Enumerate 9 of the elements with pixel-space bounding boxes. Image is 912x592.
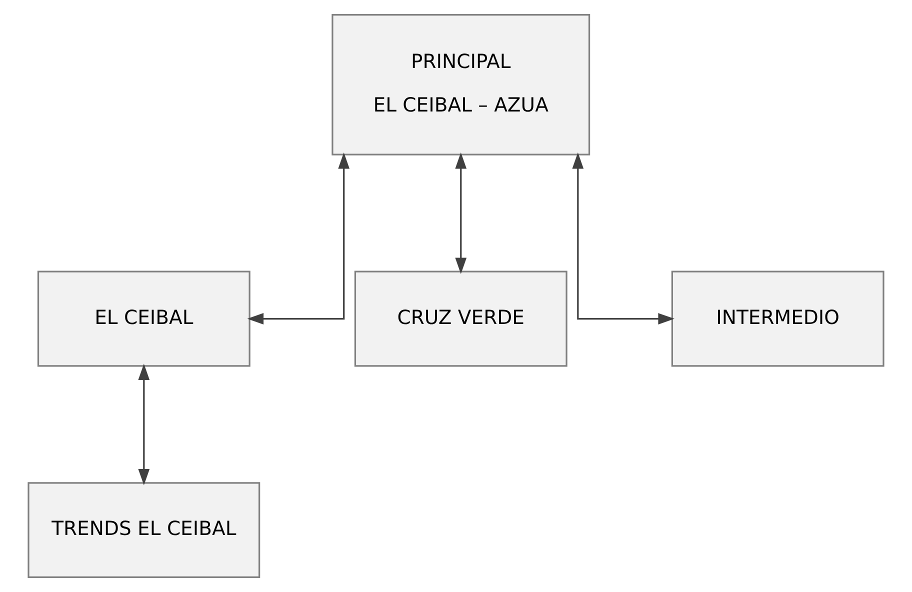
node-box: INTERMEDIO xyxy=(671,270,884,367)
arrow xyxy=(455,152,467,274)
arrow xyxy=(138,364,150,486)
node-box: CRUZ VERDE xyxy=(354,270,568,367)
arrow xyxy=(247,152,350,324)
arrow xyxy=(572,152,674,324)
node-box: PRINCIPAL EL CEIBAL – AZUA xyxy=(332,14,590,156)
node-box: TRENDS EL CEIBAL xyxy=(28,482,260,578)
node-box: EL CEIBAL xyxy=(37,270,250,367)
